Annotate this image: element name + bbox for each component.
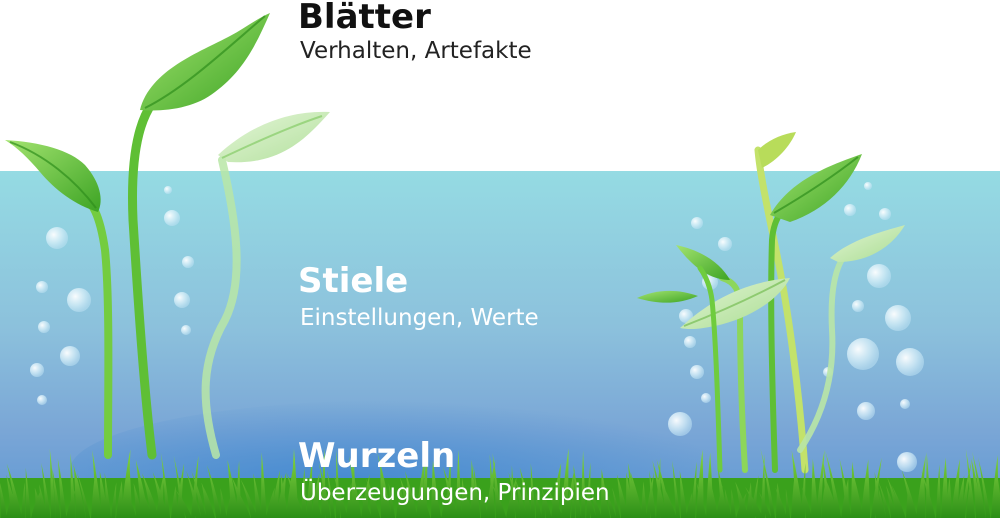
- layer-subtitle-wurzeln: Überzeugungen, Prinzipien: [300, 480, 610, 506]
- plants-right: [637, 132, 905, 474]
- layer-title-blaetter: Blätter: [298, 0, 431, 37]
- layer-subtitle-blaetter: Verhalten, Artefakte: [300, 38, 532, 64]
- layer-subtitle-stiele: Einstellungen, Werte: [300, 305, 539, 331]
- plants-left: [5, 13, 330, 460]
- layer-title-stiele: Stiele: [298, 261, 409, 301]
- bubbles-left: [30, 186, 194, 405]
- bubbles-right: [668, 182, 924, 472]
- layer-title-wurzeln: Wurzeln: [298, 436, 456, 476]
- grass-bed: [0, 448, 1000, 518]
